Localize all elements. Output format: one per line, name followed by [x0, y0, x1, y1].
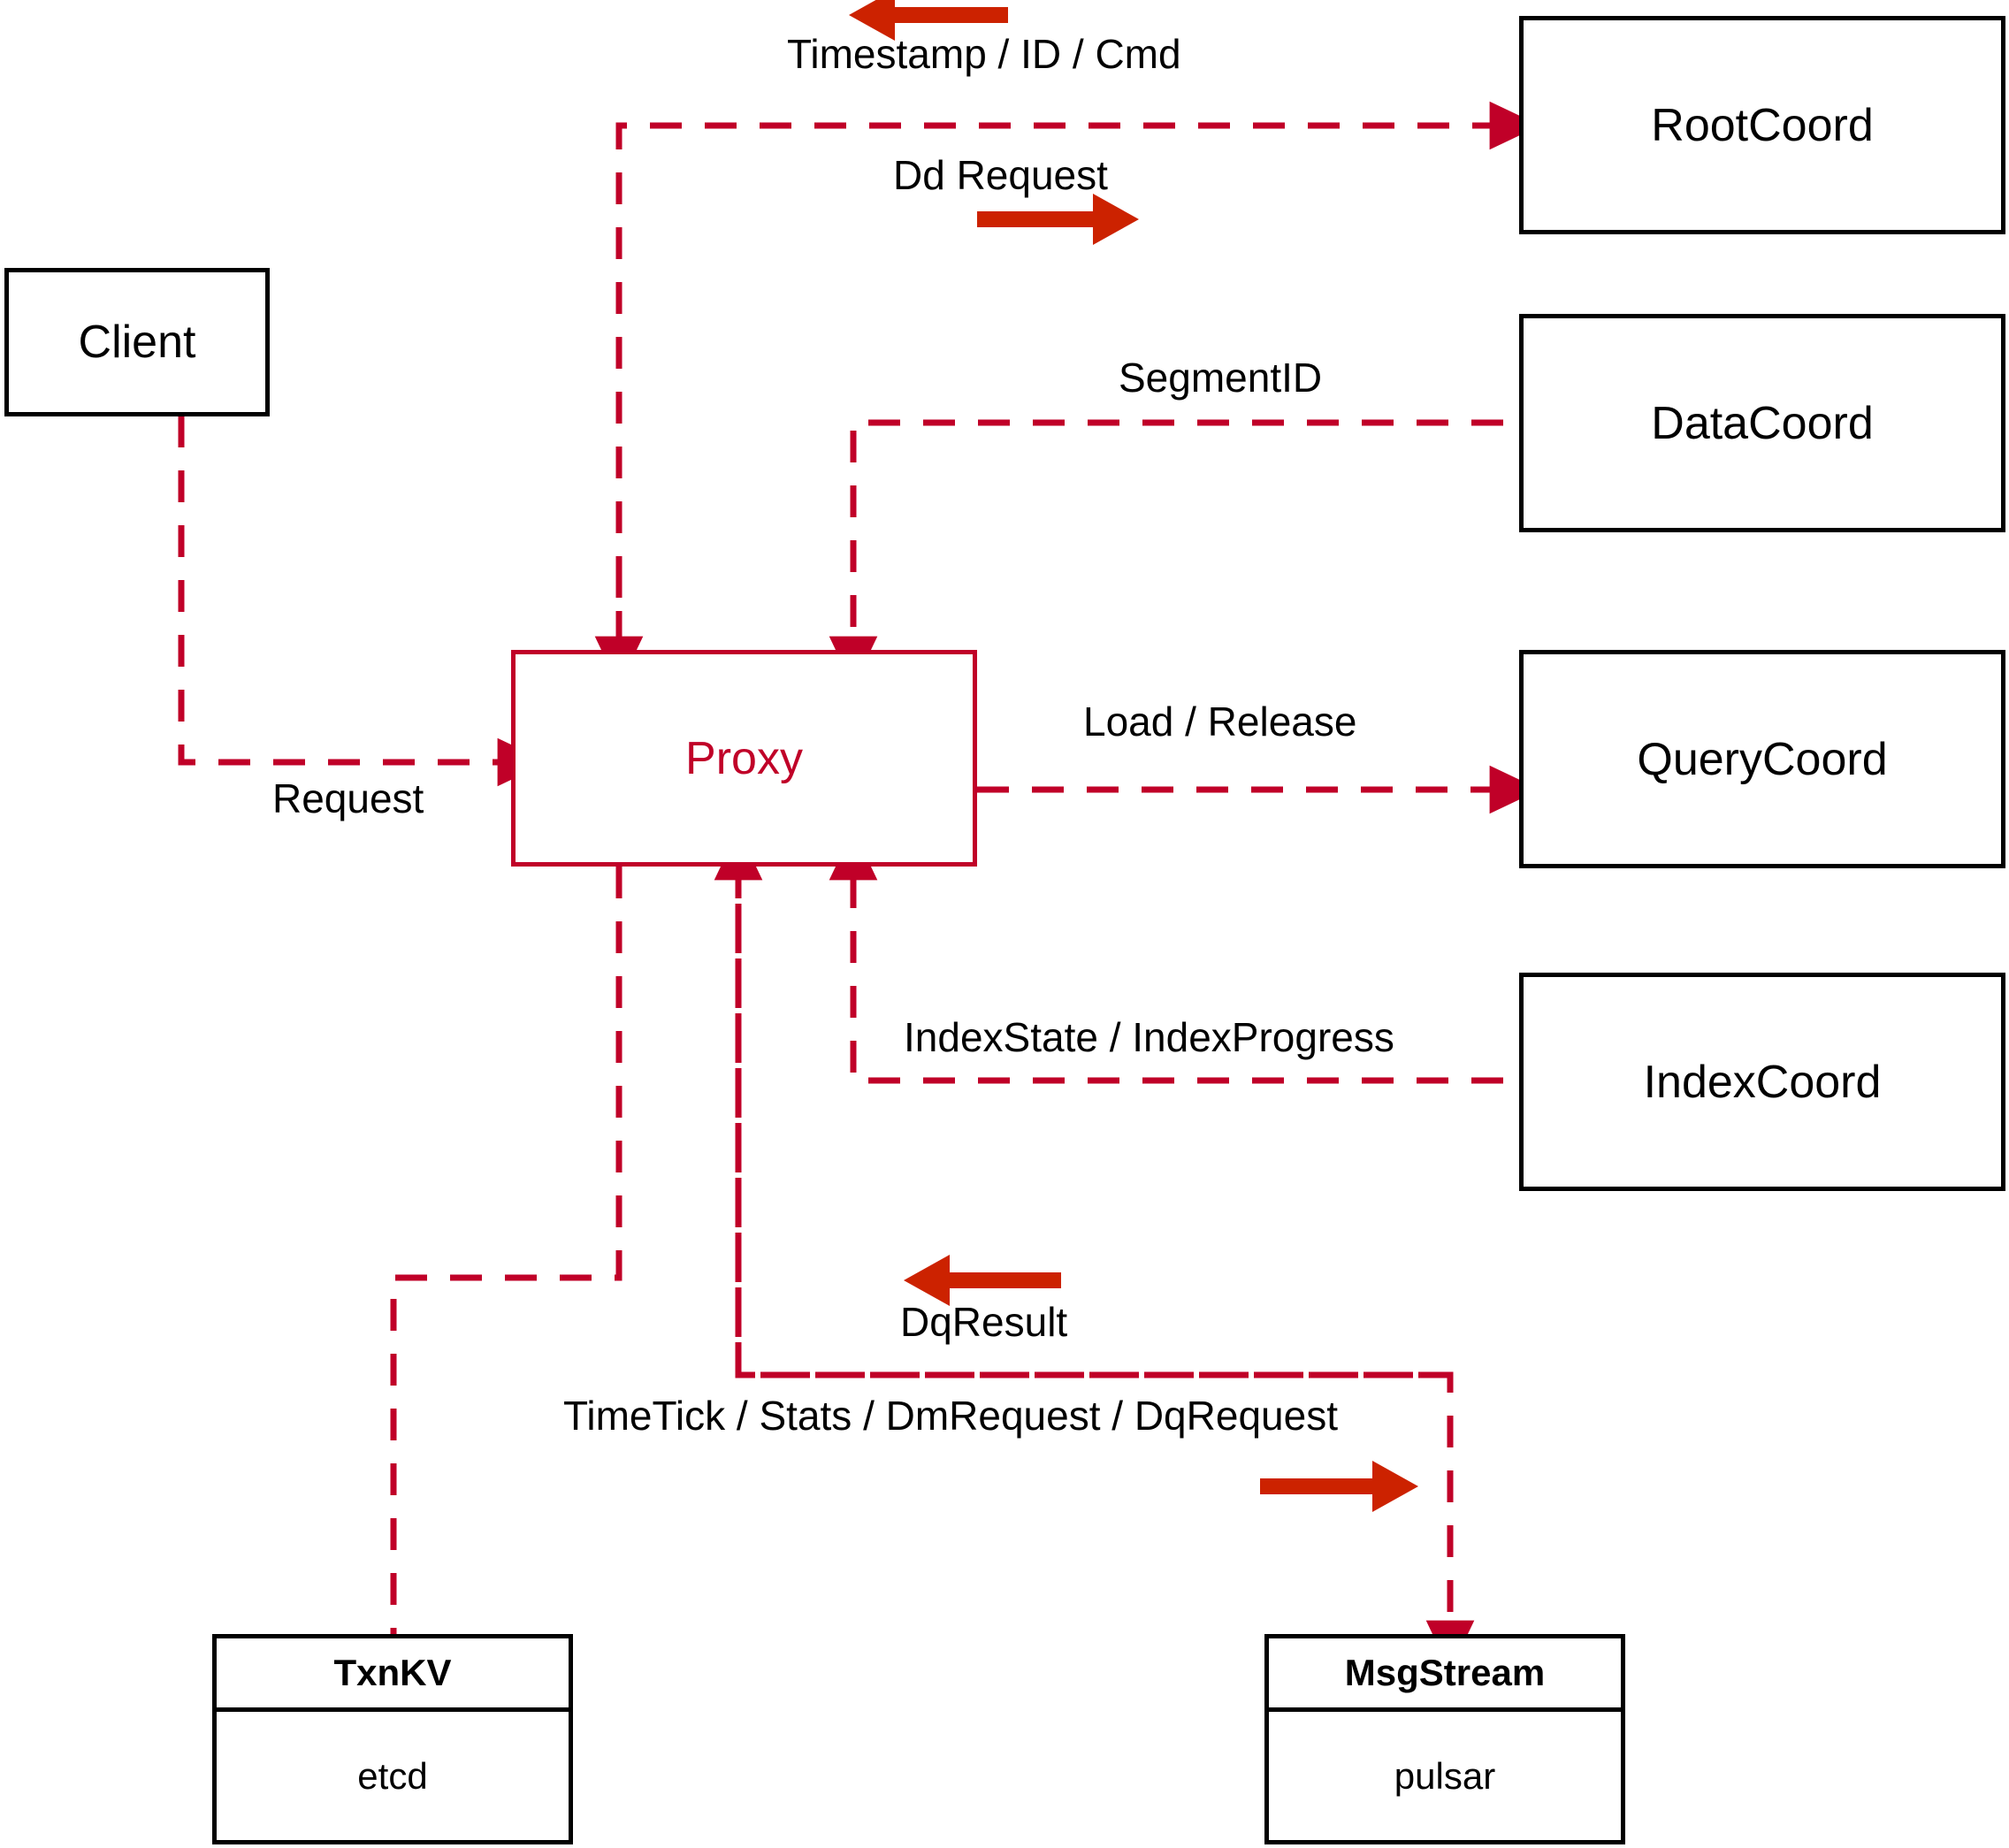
edge-label-load-release: Load / Release: [1083, 699, 1357, 745]
node-rootcoord-label: RootCoord: [1651, 99, 1874, 151]
node-proxy[interactable]: Proxy: [511, 650, 977, 867]
edge-label-index-state-progress: IndexState / IndexProgress: [904, 1014, 1394, 1060]
node-datacoord-label: DataCoord: [1651, 397, 1874, 449]
edge-proxy-to-rootcoord: [615, 101, 1540, 862]
hint-arrow-ddrequest-right: [977, 194, 1139, 245]
edge-client-to-proxy: [178, 416, 548, 787]
node-msgstream-header: MsgStream: [1269, 1638, 1621, 1712]
edge-label-timestamp-id-cmd: Timestamp / ID / Cmd: [787, 31, 1181, 77]
edge-label-dq-result: DqResult: [900, 1299, 1068, 1345]
node-client-label: Client: [78, 317, 196, 368]
node-client[interactable]: Client: [4, 268, 270, 416]
node-txnkv-body: etcd: [357, 1754, 428, 1797]
node-querycoord[interactable]: QueryCoord: [1519, 650, 2005, 868]
hint-arrow-timetick-right: [1260, 1461, 1418, 1512]
node-querycoord-label: QueryCoord: [1637, 733, 1888, 785]
node-txnkv[interactable]: TxnKV etcd: [212, 1634, 573, 1844]
node-datacoord[interactable]: DataCoord: [1519, 314, 2005, 532]
node-rootcoord[interactable]: RootCoord: [1519, 16, 2005, 234]
node-proxy-label: Proxy: [685, 732, 803, 784]
edge-label-segment-id: SegmentID: [1119, 355, 1323, 401]
edge-proxy-to-txnkv: [390, 867, 623, 1634]
node-indexcoord-label: IndexCoord: [1643, 1056, 1882, 1108]
edge-label-request: Request: [272, 775, 424, 821]
hint-arrow-timestamp-left: [849, 0, 1008, 41]
edge-indexcoord-to-proxy: [829, 829, 1503, 1084]
node-msgstream[interactable]: MsgStream pulsar: [1264, 1634, 1625, 1844]
node-indexcoord[interactable]: IndexCoord: [1519, 973, 2005, 1191]
edge-label-timetick-stats: TimeTick / Stats / DmRequest / DqRequest: [563, 1393, 1338, 1439]
node-msgstream-body: pulsar: [1394, 1754, 1496, 1797]
node-txnkv-header: TxnKV: [217, 1638, 569, 1712]
edge-label-dd-request: Dd Request: [893, 152, 1108, 198]
hint-arrow-dqresult-left: [904, 1255, 1061, 1306]
